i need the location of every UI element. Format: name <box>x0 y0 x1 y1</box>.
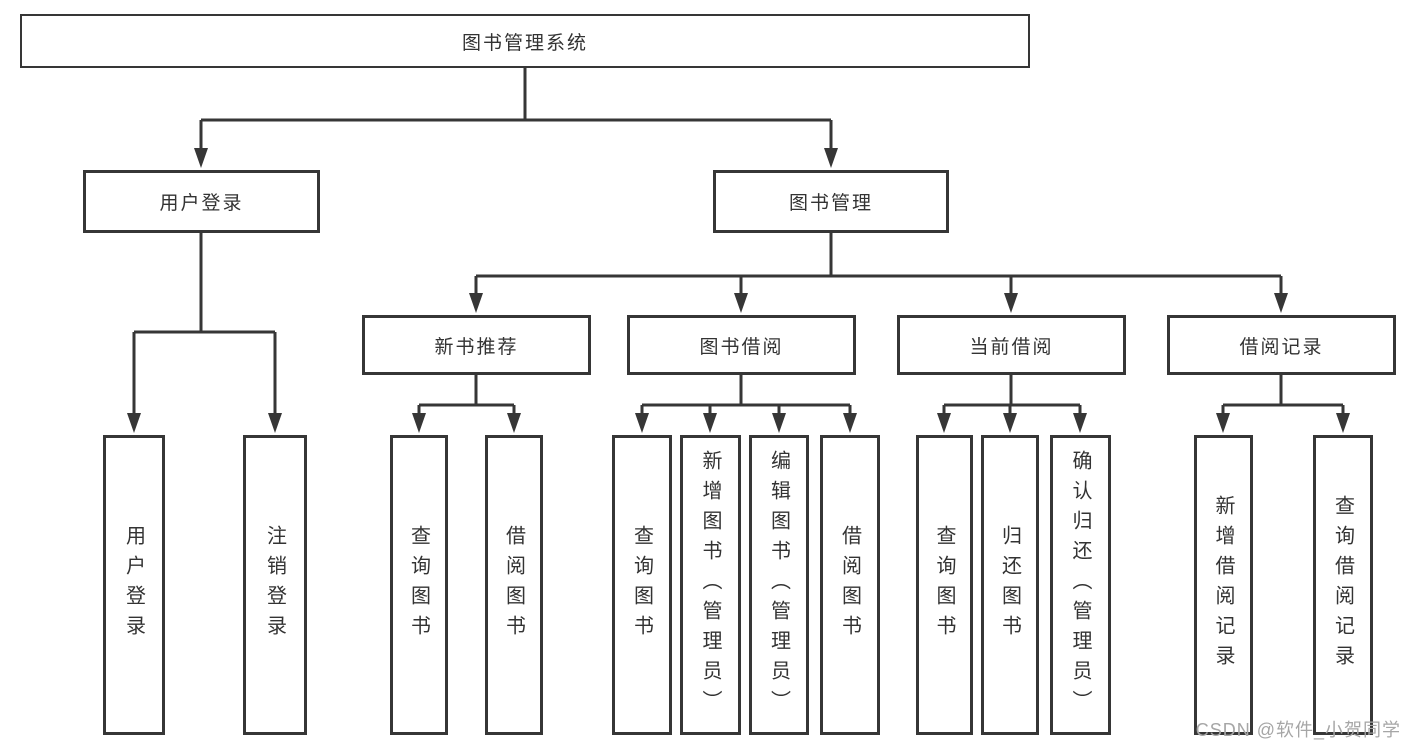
leaf-return-book-label: 归还图书 <box>998 525 1021 645</box>
arrowhead-current-borrowing <box>1004 293 1018 313</box>
leaf-return-book: 归还图书 <box>981 435 1039 735</box>
arrowhead-borrowing-records <box>1274 293 1288 313</box>
leaf-add-book-admin-label: 新增图书（管理员） <box>699 450 721 720</box>
connector-book-management-to-level3 <box>474 233 1283 295</box>
leaf-logout-label: 注销登录 <box>263 525 286 645</box>
arrowhead-leaf-borrow-books-1 <box>507 413 521 433</box>
leaf-query-books-current-label: 查询图书 <box>933 525 955 645</box>
leaf-query-borrow-record: 查询借阅记录 <box>1313 435 1373 735</box>
leaf-edit-book-admin: 编辑图书（管理员） <box>749 435 809 735</box>
leaf-query-books-recommendation: 查询图书 <box>390 435 448 735</box>
connector-borrowing-records-to-leaves <box>1221 375 1345 415</box>
arrowhead-leaf-confirm-return <box>1073 413 1087 433</box>
arrowhead-leaf-return-book <box>1003 413 1017 433</box>
node-user-login: 用户登录 <box>83 170 320 233</box>
arrowhead-leaf-borrow-books-2 <box>843 413 857 433</box>
connector-book-borrowing-to-leaves <box>640 375 852 415</box>
arrowhead-book-management <box>824 148 838 168</box>
leaf-add-book-admin: 新增图书（管理员） <box>680 435 741 735</box>
arrowhead-leaf-query-books-1 <box>412 413 426 433</box>
node-current-borrowing-label: 当前借阅 <box>969 336 1054 358</box>
connector-user-login-to-leaves <box>132 233 277 415</box>
node-book-borrowing: 图书借阅 <box>627 315 856 375</box>
leaf-query-books-borrowing-label: 查询图书 <box>630 525 653 645</box>
leaf-query-books-borrowing: 查询图书 <box>612 435 672 735</box>
node-root: 图书管理系统 <box>20 14 1030 68</box>
leaf-user-login-label: 用户登录 <box>122 525 145 645</box>
arrowhead-leaf-add-book <box>703 413 717 433</box>
leaf-logout: 注销登录 <box>243 435 307 735</box>
arrowhead-leaf-query-record <box>1336 413 1350 433</box>
leaf-borrow-books: 借阅图书 <box>820 435 880 735</box>
leaf-borrow-books-label: 借阅图书 <box>838 525 861 645</box>
node-new-book-recommendation-label: 新书推荐 <box>434 336 519 358</box>
leaf-confirm-return-admin-label: 确认归还（管理员） <box>1069 450 1091 720</box>
leaf-query-borrow-record-label: 查询借阅记录 <box>1331 495 1354 675</box>
leaf-borrow-books-recommendation-label: 借阅图书 <box>502 525 525 645</box>
node-book-management-label: 图书管理 <box>788 193 873 214</box>
node-borrowing-records: 借阅记录 <box>1167 315 1396 375</box>
arrowhead-leaf-query-books-2 <box>635 413 649 433</box>
connector-root-to-level2 <box>199 68 833 150</box>
leaf-user-login: 用户登录 <box>103 435 165 735</box>
arrowhead-leaf-add-record <box>1216 413 1230 433</box>
arrowhead-new-book-recommendation <box>469 293 483 313</box>
connector-new-book-recommendation-to-leaves <box>417 375 516 415</box>
connector-current-borrowing-to-leaves <box>942 375 1082 415</box>
node-user-login-label: 用户登录 <box>159 193 244 214</box>
csdn-watermark: CSDN @软件_小贺同学 <box>1195 720 1401 740</box>
arrowhead-book-borrowing <box>734 293 748 313</box>
leaf-edit-book-admin-label: 编辑图书（管理员） <box>767 450 790 720</box>
leaf-query-books-current: 查询图书 <box>916 435 973 735</box>
node-book-borrowing-label: 图书借阅 <box>699 336 784 358</box>
leaf-query-books-recommendation-label: 查询图书 <box>407 525 430 645</box>
node-current-borrowing: 当前借阅 <box>897 315 1126 375</box>
node-book-management: 图书管理 <box>713 170 949 233</box>
arrowhead-leaf-logout <box>268 413 282 433</box>
leaf-confirm-return-admin: 确认归还（管理员） <box>1050 435 1111 735</box>
node-borrowing-records-label: 借阅记录 <box>1239 336 1324 358</box>
arrowhead-user-login <box>194 148 208 168</box>
leaf-borrow-books-recommendation: 借阅图书 <box>485 435 543 735</box>
node-new-book-recommendation: 新书推荐 <box>362 315 591 375</box>
arrowhead-leaf-edit-book <box>772 413 786 433</box>
arrowhead-leaf-user-login <box>127 413 141 433</box>
node-root-label: 图书管理系统 <box>461 32 588 54</box>
leaf-add-borrow-record-label: 新增借阅记录 <box>1212 495 1234 675</box>
arrowhead-leaf-query-books-3 <box>937 413 951 433</box>
leaf-add-borrow-record: 新增借阅记录 <box>1194 435 1253 735</box>
